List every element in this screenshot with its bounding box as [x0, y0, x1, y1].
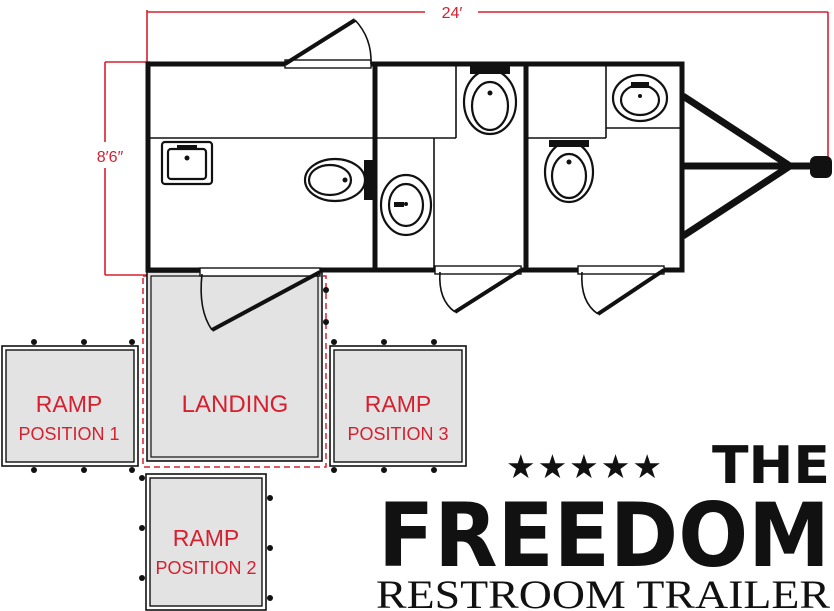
brand-stars: ★★★★★	[506, 447, 664, 486]
ramp-position-2: RAMP POSITION 2	[139, 473, 273, 611]
hitch-coupler	[810, 156, 832, 178]
toilet-room-1	[303, 157, 373, 203]
toilet-room-2	[462, 66, 518, 136]
room-1	[150, 137, 373, 203]
landing-label: LANDING	[182, 391, 289, 418]
entry-door-top	[283, 18, 372, 69]
ramp-position-3-label-2: POSITION 3	[347, 424, 448, 444]
brand-subtitle: RESTROOM TRAILER	[376, 572, 830, 611]
door-room-3	[577, 265, 666, 316]
dimension-width-label: 8′6″	[97, 149, 124, 166]
door-room-2	[434, 265, 523, 314]
trailer-body	[145, 61, 685, 273]
ramp-position-3-label-1: RAMP	[365, 391, 431, 417]
ramp-position-2-label-2: POSITION 2	[155, 558, 256, 578]
trailer-hitch	[681, 93, 832, 239]
ramp-position-1: RAMP POSITION 1	[1, 339, 139, 473]
dimension-length: 24′	[146, 5, 829, 158]
landing: LANDING	[142, 267, 327, 468]
toilet-room-3	[543, 140, 595, 204]
ramp-position-2-label-1: RAMP	[173, 525, 239, 551]
dimension-length-label: 24′	[442, 5, 463, 22]
sink-room-1	[160, 140, 214, 186]
room-2	[377, 66, 518, 268]
brand-name: FREEDOM	[378, 484, 830, 587]
room-3	[528, 66, 680, 204]
ramp-position-1-label-1: RAMP	[36, 391, 102, 417]
brand-the: THE	[712, 436, 830, 496]
brand-logo: ★★★★★ THE FREEDOM RESTROOM TRAILER	[376, 436, 830, 611]
dimension-width: 8′6″	[97, 61, 150, 276]
ramp-position-3: RAMP POSITION 3	[323, 287, 467, 473]
sink-room-2	[379, 173, 433, 237]
sink-room-3	[611, 73, 669, 123]
ramp-position-1-label-2: POSITION 1	[18, 424, 119, 444]
